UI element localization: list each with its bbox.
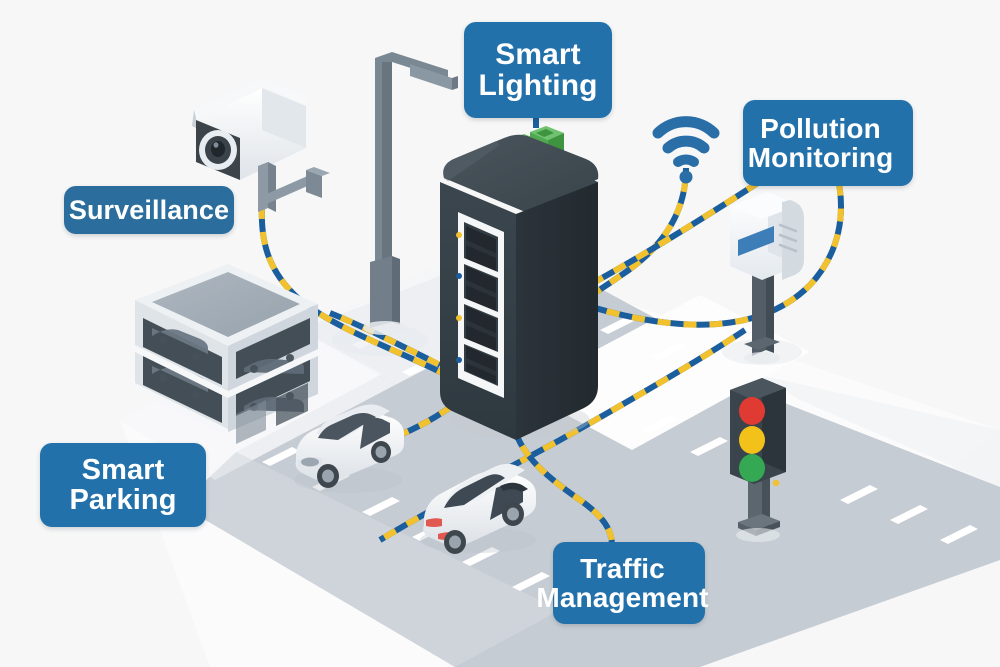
label-pollution-monitoring[interactable]: Pollution Monitoring: [743, 100, 913, 186]
car-front: [294, 404, 404, 493]
traffic-lamp-red: [739, 397, 765, 425]
label-surveillance[interactable]: Surveillance: [64, 186, 234, 234]
ground-plane: [120, 245, 1000, 667]
traffic-light: [730, 378, 786, 542]
label-smart-parking-text: Smart Parking: [69, 453, 177, 516]
label-traffic-management-text: Traffic Management: [536, 552, 709, 613]
label-traffic-management[interactable]: Traffic Management: [536, 542, 708, 624]
link-pollution: [579, 169, 844, 328]
label-pollution-monitoring-text: Pollution Monitoring: [747, 112, 894, 173]
label-surveillance-text: Surveillance: [68, 194, 230, 225]
car-rear: [420, 463, 536, 554]
parking-garage: [135, 264, 318, 444]
pollution-sensor: [730, 192, 804, 364]
traffic-lamp-yellow: [739, 426, 765, 454]
label-smart-parking[interactable]: Smart Parking: [40, 443, 206, 527]
network-switch: [440, 126, 599, 440]
label-smart-lighting-text: Smart Lighting: [478, 37, 598, 102]
wifi-icon: [652, 116, 720, 184]
switch-ports: [458, 212, 504, 398]
street-lamp: [363, 52, 458, 335]
traffic-lamp-green: [739, 454, 765, 482]
label-smart-lighting[interactable]: Smart Lighting: [464, 22, 612, 118]
link-lighting: [328, 310, 442, 368]
cctv-camera: [192, 78, 330, 212]
